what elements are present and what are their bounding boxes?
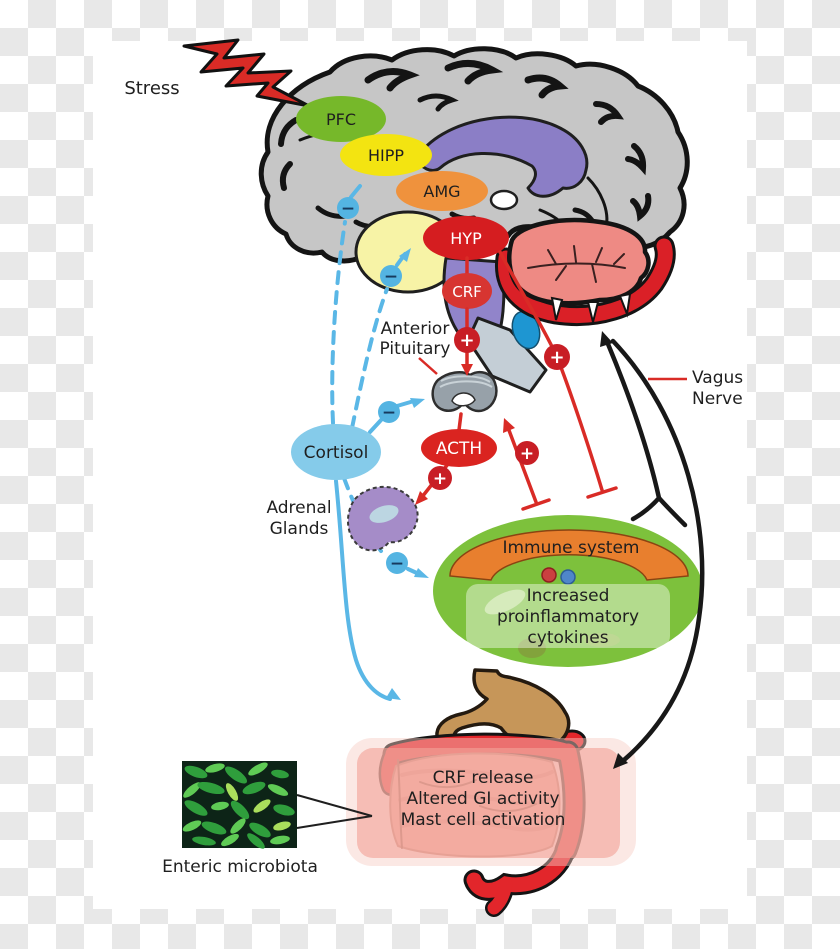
- anterior-pituitary-label-line2: Pituitary: [380, 339, 451, 359]
- plus-badge: +: [428, 466, 452, 490]
- adrenal-label-line1: Adrenal: [266, 498, 331, 518]
- brain-region-badges: PFC HIPP AMG HYP CRF: [296, 96, 509, 309]
- pfc-region: [296, 96, 386, 142]
- immune-system-illustration: Immune system Increased proinflammatory …: [433, 515, 703, 667]
- immune-tbar: [586, 486, 618, 499]
- immune-tbar-2: [521, 498, 551, 511]
- cerebellum-notches: [550, 292, 632, 323]
- cortisol-to-brain-dashed-1: [330, 220, 347, 425]
- red-cell-icon: [541, 567, 557, 583]
- pons-blue-spot: [511, 310, 541, 350]
- enteric-microbiota-label: Enteric microbiota: [162, 857, 318, 877]
- minus-sign: −: [382, 403, 396, 423]
- arrowhead-gut: [386, 688, 401, 700]
- immune-orange-band: [449, 529, 689, 581]
- hyp-region: [423, 216, 509, 260]
- vagus-arrowhead-brain: [600, 331, 613, 347]
- cerebellum-arbor-lines: [527, 245, 626, 283]
- immune-texture-blob: [584, 633, 620, 647]
- adrenal-gland-illustration: [347, 485, 419, 552]
- cytokines-line3: cytokines: [527, 628, 608, 648]
- hyp-label: HYP: [450, 229, 482, 248]
- immune-system-label: Immune system: [502, 538, 639, 558]
- cerebellum-rim-red: [498, 238, 673, 324]
- hipp-label: HIPP: [368, 146, 404, 165]
- gut-effect-line1: CRF release: [433, 768, 534, 788]
- crf-region: [442, 273, 492, 309]
- acth-node: [421, 429, 497, 467]
- vagus-nerve-path: [600, 331, 705, 769]
- pituitary-gland-illustration: [431, 371, 498, 413]
- anterior-pituitary-pointer-line: [418, 357, 438, 375]
- minus-sign: −: [390, 554, 404, 574]
- minus-badge: −: [386, 552, 408, 574]
- vagus-label-line1: Vagus: [692, 368, 743, 388]
- microbiota-texture: [182, 762, 295, 849]
- acth-label: ACTH: [436, 439, 482, 459]
- pituitary-to-acth-connector: [457, 412, 463, 432]
- arrowhead-pituitary-blue: [410, 398, 425, 408]
- plus-badge: +: [515, 441, 539, 465]
- vagus-label-line2: Nerve: [692, 389, 743, 409]
- gut-illustration: CRF release Altered GI activity Mast cel…: [346, 668, 636, 917]
- cortisol-to-pituitary-line: [368, 417, 384, 434]
- immune-texture-blob: [518, 638, 546, 658]
- plus-sign: +: [433, 469, 447, 489]
- minus-sign: −: [384, 267, 398, 287]
- gut-effect-line2: Altered GI activity: [407, 789, 560, 809]
- thalamus-oval: [489, 189, 519, 211]
- cytokines-line1: Increased: [527, 586, 610, 606]
- arrow-to-pituitary: [395, 399, 416, 408]
- enteric-microbiota-figure: Enteric microbiota: [162, 761, 373, 877]
- arrowhead-down: [461, 364, 473, 376]
- cerebellum-shape: [507, 217, 651, 306]
- dash-beyond-minus-1: [349, 184, 362, 199]
- arrowhead-hyp: [399, 248, 411, 262]
- arrowhead-adrenal: [415, 491, 428, 505]
- plus-sign: +: [549, 347, 564, 368]
- corpus-callosum-shape: [415, 115, 589, 198]
- minus-badge: −: [337, 197, 359, 219]
- microbiota-callout-line: [296, 815, 373, 829]
- gut-effect-line3: Mast cell activation: [401, 810, 566, 830]
- cortisol-to-brain-dashed-2: [350, 287, 389, 430]
- cortisol-label: Cortisol: [304, 443, 369, 463]
- adrenal-label-line2: Glands: [270, 519, 329, 539]
- plus-badge: +: [454, 327, 480, 353]
- amg-region: [396, 171, 488, 211]
- plus-badge: +: [544, 344, 570, 370]
- arrowhead-pituitary: [503, 418, 515, 433]
- cortisol-to-gut-curve: [334, 479, 392, 701]
- minus-badges: − − − −: [337, 197, 408, 574]
- cortisol-node: [291, 424, 381, 480]
- minus-sign: −: [341, 199, 355, 219]
- stress-label: Stress: [124, 78, 179, 99]
- minus-badge: −: [380, 265, 402, 287]
- cytokines-line2: proinflammatory: [497, 607, 639, 627]
- microbiota-image: [182, 761, 297, 849]
- cytokines-overlay: [466, 584, 670, 648]
- plus-sign: +: [459, 330, 474, 351]
- plus-sign: +: [520, 444, 534, 464]
- gut-overlay: [357, 748, 620, 858]
- vagus-arrowhead-gut: [613, 753, 628, 769]
- arrowhead-immune: [414, 568, 429, 578]
- crf-label: CRF: [452, 283, 482, 301]
- blue-cell-icon: [560, 569, 576, 585]
- hipp-region: [340, 134, 432, 176]
- minus-badge: −: [378, 401, 400, 423]
- hpa-excitatory-pathways: + + + +: [415, 250, 618, 511]
- stomach-illustration: [435, 668, 571, 750]
- immune-texture-blob: [484, 589, 526, 615]
- microbiota-callout-line: [296, 794, 373, 817]
- pfc-label: PFC: [326, 110, 356, 129]
- amg-label: AMG: [423, 182, 460, 201]
- anterior-pituitary-label-line1: Anterior: [381, 319, 450, 339]
